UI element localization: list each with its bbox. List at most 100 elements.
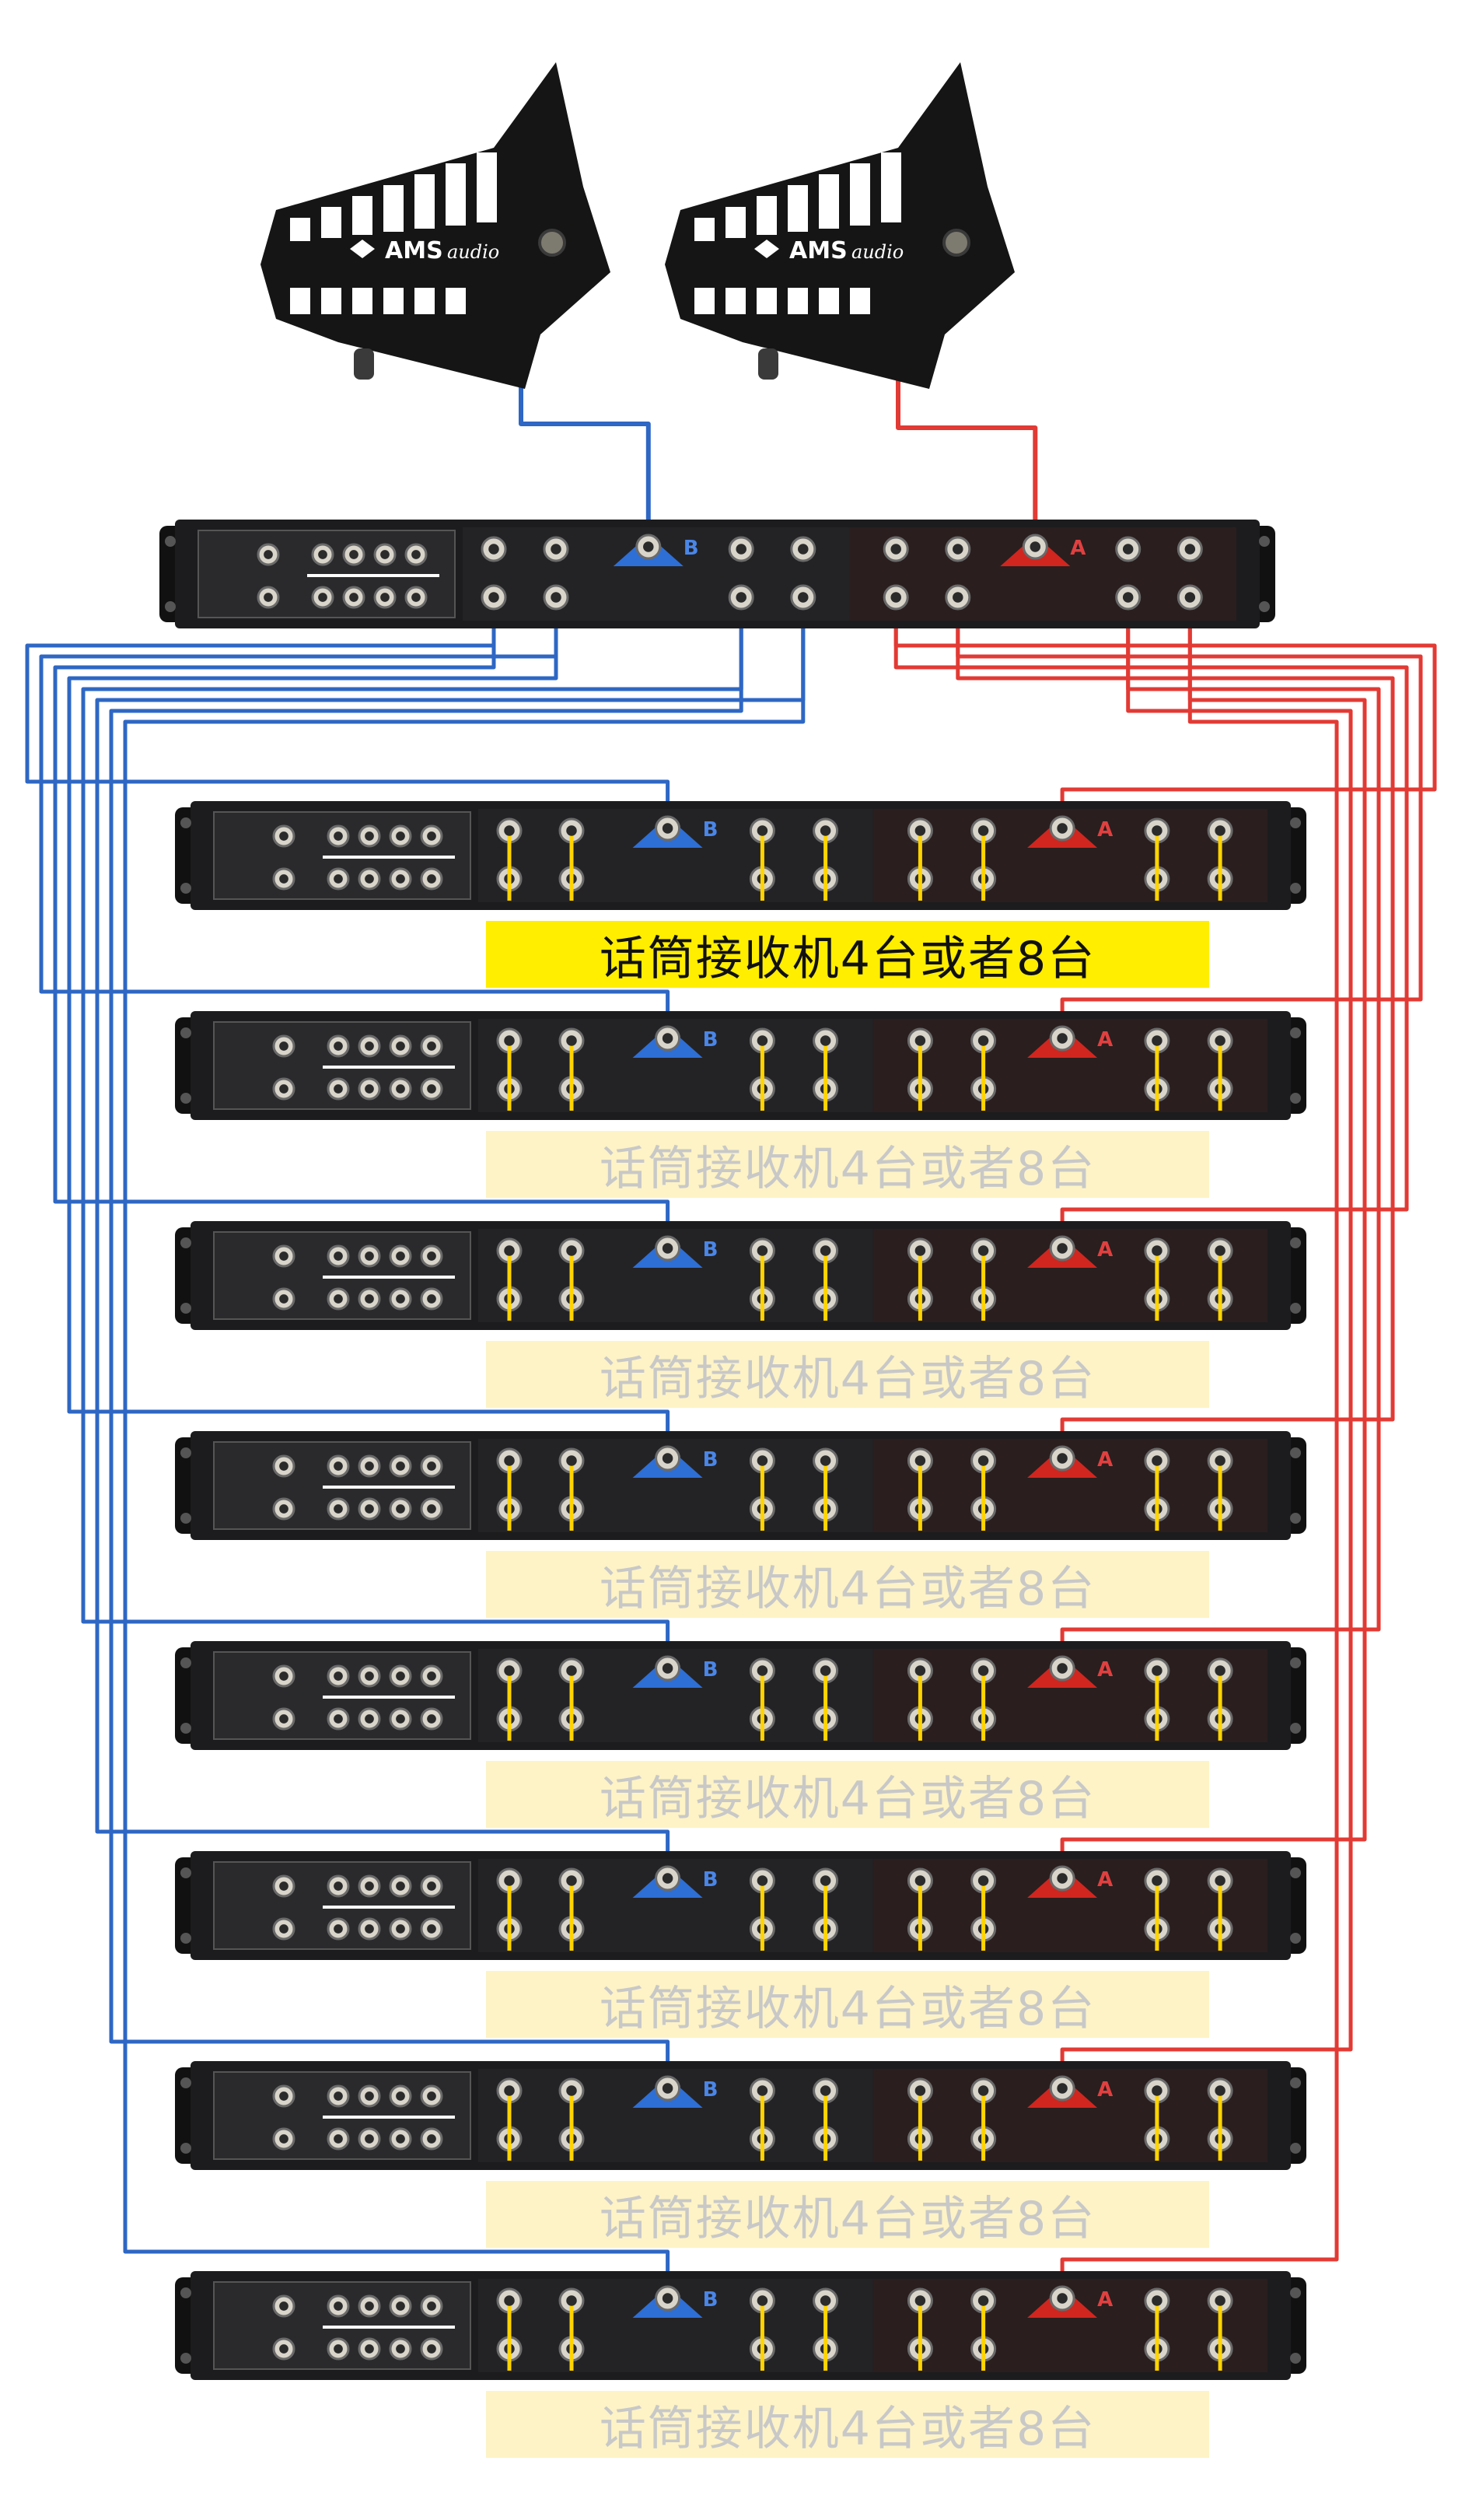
bnc-core <box>820 1875 831 1886</box>
antenna-brand-script: audio <box>447 241 499 263</box>
bnc-core <box>566 1875 577 1886</box>
rack-screw <box>165 601 176 612</box>
bnc-core <box>757 1455 768 1466</box>
channel-b-badge: B <box>703 1028 719 1052</box>
bnc-core <box>566 1035 577 1046</box>
bnc-core <box>279 2091 288 2101</box>
antenna-slot-upper <box>881 152 901 222</box>
channel-b-badge: B <box>703 2078 719 2102</box>
bnc-core <box>427 2301 436 2311</box>
bnc-core <box>1215 1665 1225 1676</box>
antenna-slot-upper <box>290 218 310 241</box>
bnc-core <box>1152 1245 1163 1256</box>
bnc-core <box>1057 1663 1068 1674</box>
bnc-core <box>1215 1035 1225 1046</box>
bnc-core <box>427 1294 436 1304</box>
bnc-core <box>488 544 499 555</box>
bnc-core <box>396 1881 405 1891</box>
antenna-body <box>665 62 1015 389</box>
antenna-slot-upper <box>446 163 466 226</box>
bnc-core <box>427 831 436 841</box>
bnc-core <box>427 1461 436 1471</box>
bnc-core <box>334 1461 343 1471</box>
bnc-core <box>662 1873 673 1884</box>
bnc-core <box>1057 2083 1068 2094</box>
bnc-core <box>427 2091 436 2101</box>
bnc-core <box>427 1084 436 1094</box>
rack-screw <box>1290 1933 1301 1944</box>
bnc-core <box>914 1455 926 1466</box>
channel-b-badge: B <box>703 818 719 842</box>
distribution-cable-blue <box>109 595 743 2091</box>
bnc-core <box>365 831 374 841</box>
bnc-core <box>334 831 343 841</box>
bnc-core <box>566 1455 577 1466</box>
bnc-core <box>411 593 421 602</box>
bnc-core <box>349 593 358 602</box>
bnc-core <box>396 874 405 884</box>
bnc-core <box>365 1714 374 1724</box>
antenna-slot-lower <box>726 288 746 314</box>
antenna-slot-upper <box>414 174 435 229</box>
bnc-core <box>365 1251 374 1261</box>
bnc-core <box>798 592 809 603</box>
bnc-core <box>977 2295 989 2306</box>
bnc-core <box>1184 544 1196 555</box>
rack-screw <box>180 1093 191 1104</box>
bnc-core <box>427 2134 436 2144</box>
bnc-core <box>396 1714 405 1724</box>
bnc-core <box>334 1924 343 1934</box>
bnc-core <box>977 1665 989 1676</box>
bnc-core <box>1215 1245 1225 1256</box>
bnc-core <box>334 1251 343 1261</box>
bnc-core <box>757 825 768 836</box>
bnc-core <box>662 1243 673 1254</box>
bnc-core <box>504 2295 515 2306</box>
bnc-core <box>914 1035 926 1046</box>
antenna-slot-upper <box>819 174 839 229</box>
bnc-core <box>1030 541 1041 552</box>
bnc-core <box>914 1665 926 1676</box>
antenna-body <box>260 62 610 389</box>
rack-screw <box>180 883 191 894</box>
bnc-core <box>1057 1033 1068 1044</box>
bnc-core <box>1152 1665 1163 1676</box>
antenna-connector <box>538 229 566 257</box>
rack-screw <box>180 1513 191 1524</box>
panel-rule <box>307 574 439 577</box>
rack-screw <box>1290 1303 1301 1314</box>
channel-a-badge: A <box>1097 1238 1113 1262</box>
bnc-core <box>427 874 436 884</box>
bnc-core <box>504 825 515 836</box>
panel-rule <box>323 2116 455 2119</box>
bnc-core <box>566 1245 577 1256</box>
distribution-cable-red <box>1060 595 1339 2301</box>
bnc-core <box>953 592 963 603</box>
bnc-core <box>820 1035 831 1046</box>
bnc-core <box>334 874 343 884</box>
receiver-label-6: 话筒接收机4台或者8台 <box>486 1971 1209 2038</box>
rack-screw <box>180 1447 191 1458</box>
bnc-core <box>264 593 273 602</box>
rack-screw <box>1290 2353 1301 2364</box>
bnc-core <box>1215 2085 1225 2096</box>
receiver-label-7: 话筒接收机4台或者8台 <box>486 2181 1209 2248</box>
bnc-core <box>396 1461 405 1471</box>
channel-a-badge: A <box>1097 1868 1113 1892</box>
bnc-core <box>977 825 989 836</box>
bnc-core <box>279 1924 288 1934</box>
antenna-brand: AMS <box>385 237 443 264</box>
antenna-slot-lower <box>694 288 715 314</box>
panel-rule <box>323 856 455 859</box>
bnc-core <box>504 2085 515 2096</box>
antenna-slot-upper <box>757 196 777 235</box>
bnc-core <box>757 1035 768 1046</box>
antenna-brand: AMS <box>789 237 848 264</box>
antenna-brand-script: audio <box>851 241 904 263</box>
channel-a-badge: A <box>1097 1658 1113 1682</box>
